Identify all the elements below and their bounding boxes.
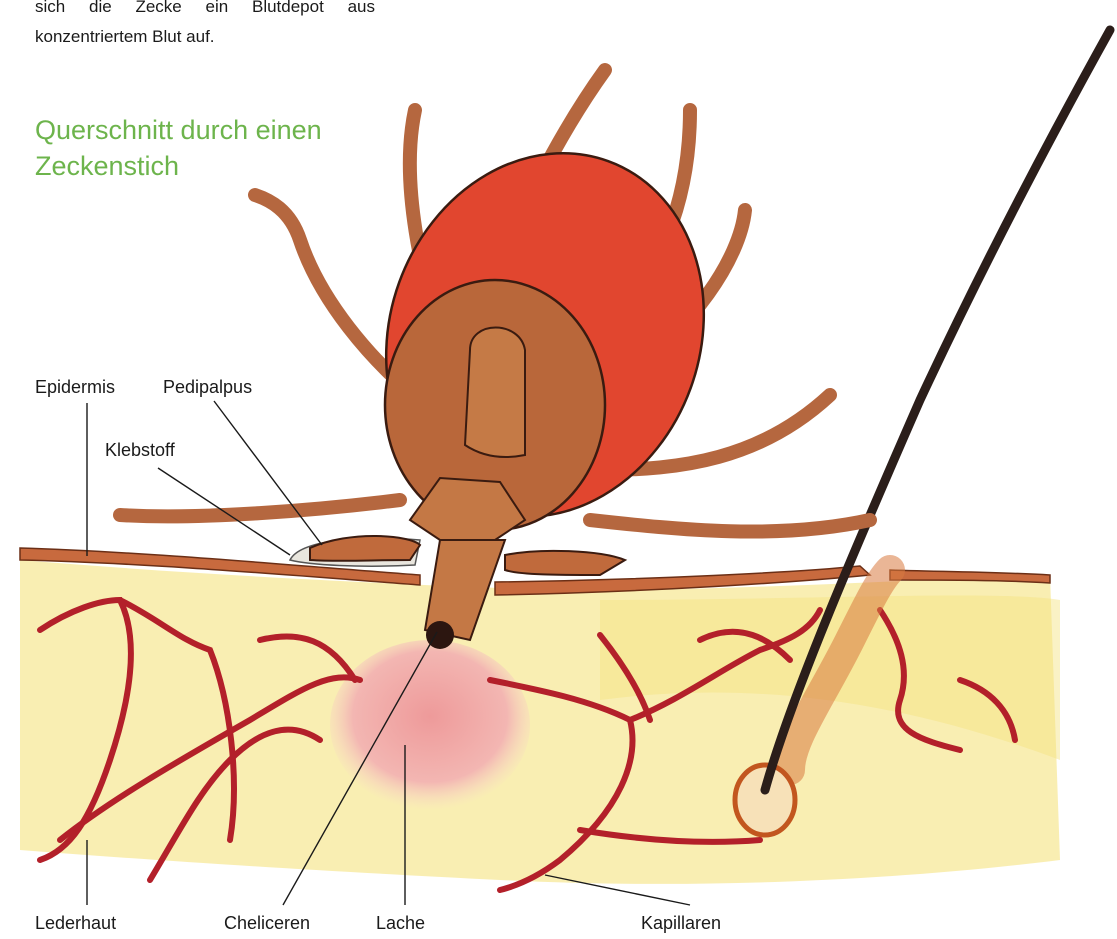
label-klebstoff: Klebstoff (105, 439, 175, 461)
label-epidermis: Epidermis (35, 376, 115, 398)
label-kapillaren: Kapillaren (641, 912, 721, 934)
blood-pool (330, 640, 530, 810)
label-lederhaut: Lederhaut (35, 912, 116, 934)
diagram-heading: Querschnitt durch einen Zeckenstich (35, 112, 322, 184)
intro-line-2: konzentriertem Blut auf. (35, 22, 375, 52)
intro-line-1: sich die Zecke ein Blutdepot aus (35, 0, 375, 22)
heading-line-1: Querschnitt durch einen (35, 112, 322, 148)
intro-text: sich die Zecke ein Blutdepot aus konzent… (35, 0, 375, 52)
label-lache: Lache (376, 912, 425, 934)
label-cheliceren: Cheliceren (224, 912, 310, 934)
label-pedipalpus: Pedipalpus (163, 376, 252, 398)
heading-line-2: Zeckenstich (35, 148, 322, 184)
